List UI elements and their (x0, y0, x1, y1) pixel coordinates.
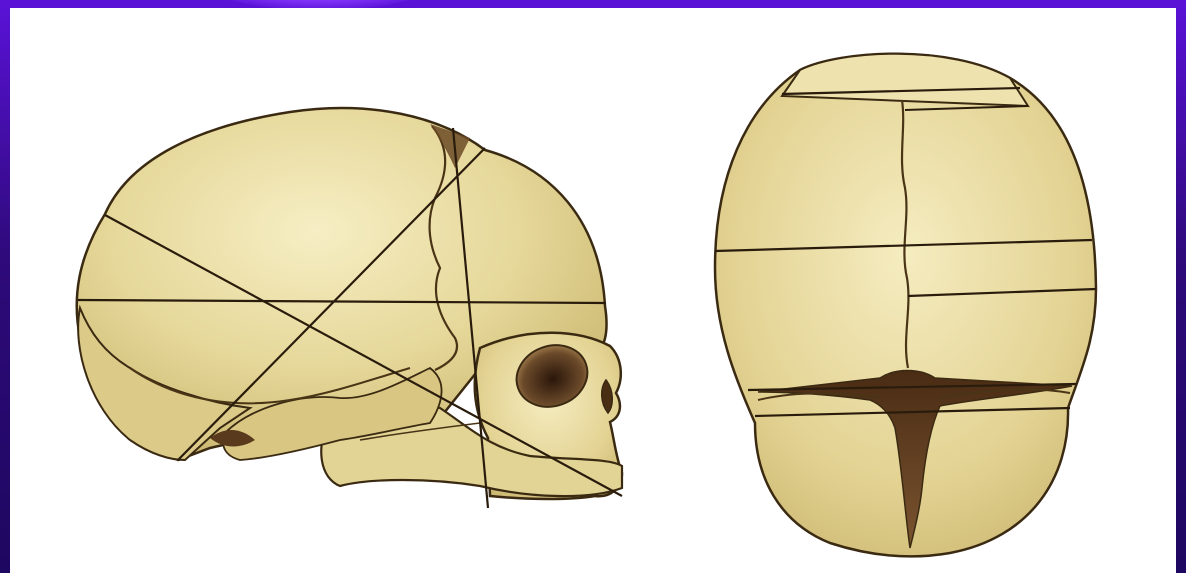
skull-superior-view-icon (715, 54, 1096, 557)
figure-canvas (10, 8, 1176, 573)
skull-lateral-view-icon (77, 108, 622, 508)
superior-frontal-cap (782, 54, 1028, 106)
skull-figure (10, 8, 1176, 573)
